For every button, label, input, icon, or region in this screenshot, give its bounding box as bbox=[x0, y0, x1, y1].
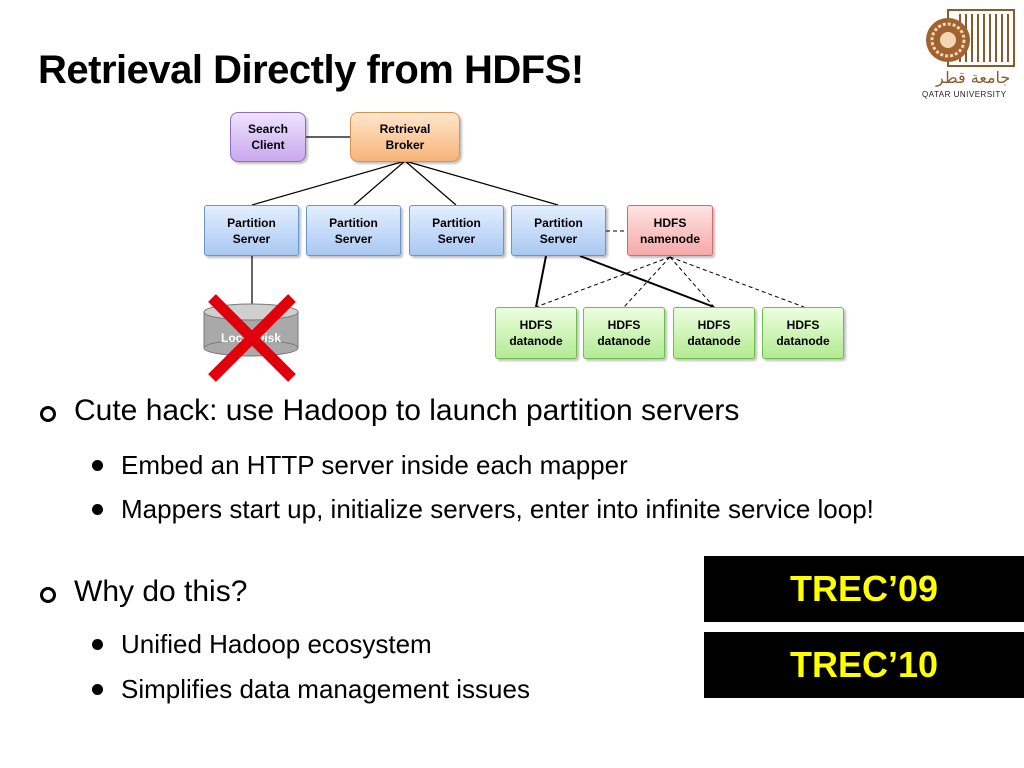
bullet-text: Cute hack: use Hadoop to launch partitio… bbox=[74, 394, 740, 427]
diagram-connectors: Local Disk bbox=[203, 136, 805, 382]
trec09-callout: TREC’09 bbox=[704, 556, 1024, 622]
partition-server-node: Partition Server bbox=[204, 205, 299, 256]
bullet-level2: Unified Hadoop ecosystem bbox=[92, 626, 981, 662]
logo-arabic-text: جامعة قطر bbox=[936, 68, 1011, 87]
bullet-text: Why do this? bbox=[74, 575, 248, 608]
bullet-text: Embed an HTTP server inside each mapper bbox=[121, 450, 628, 480]
hdfs-datanode-node: HDFS datanode bbox=[495, 307, 577, 359]
slide-title: Retrieval Directly from HDFS! bbox=[38, 48, 584, 92]
hdfs-namenode-node: HDFS namenode bbox=[627, 205, 713, 256]
bullet-text: Simplifies data management issues bbox=[121, 674, 530, 704]
namenode-datanode-links bbox=[535, 256, 805, 308]
trec10-callout: TREC’10 bbox=[704, 632, 1024, 698]
red-cross-icon bbox=[208, 294, 296, 382]
broker-partition-links bbox=[251, 160, 559, 206]
hdfs-datanode-node: HDFS datanode bbox=[583, 307, 665, 359]
partition-server-node: Partition Server bbox=[409, 205, 504, 256]
partition-server-node: Partition Server bbox=[511, 205, 606, 256]
filled-bullet-icon bbox=[92, 639, 103, 650]
bullet-level2: Mappers start up, initialize servers, en… bbox=[92, 491, 981, 527]
bullet-level1: Cute hack: use Hadoop to launch partitio… bbox=[40, 394, 739, 428]
qatar-university-logo: جامعة قطر QATAR UNIVERSITY bbox=[918, 6, 1018, 102]
bullet-level2: Simplifies data management issues bbox=[92, 671, 981, 707]
filled-bullet-icon bbox=[92, 460, 103, 471]
hollow-bullet-icon bbox=[40, 587, 56, 603]
bullet-text: Mappers start up, initialize servers, en… bbox=[121, 494, 874, 524]
filled-bullet-icon bbox=[92, 504, 103, 515]
university-emblem-icon bbox=[926, 9, 1015, 67]
filled-bullet-icon bbox=[92, 684, 103, 695]
partition-datanode-links bbox=[535, 255, 715, 308]
retrieval-broker-node: Retrieval Broker bbox=[350, 112, 460, 162]
bullet-text: Unified Hadoop ecosystem bbox=[121, 629, 432, 659]
architecture-diagram: Local Disk Search Client Retrieval Broke… bbox=[203, 112, 844, 382]
bullet-level2: Embed an HTTP server inside each mapper bbox=[92, 447, 981, 483]
bullet-level1: Why do this? bbox=[40, 575, 247, 609]
hdfs-datanode-node: HDFS datanode bbox=[673, 307, 755, 359]
search-client-node: Search Client bbox=[230, 112, 306, 162]
hollow-bullet-icon bbox=[40, 406, 56, 422]
logo-english-text: QATAR UNIVERSITY bbox=[922, 90, 1007, 99]
partition-server-node: Partition Server bbox=[306, 205, 401, 256]
hdfs-datanode-node: HDFS datanode bbox=[762, 307, 844, 359]
